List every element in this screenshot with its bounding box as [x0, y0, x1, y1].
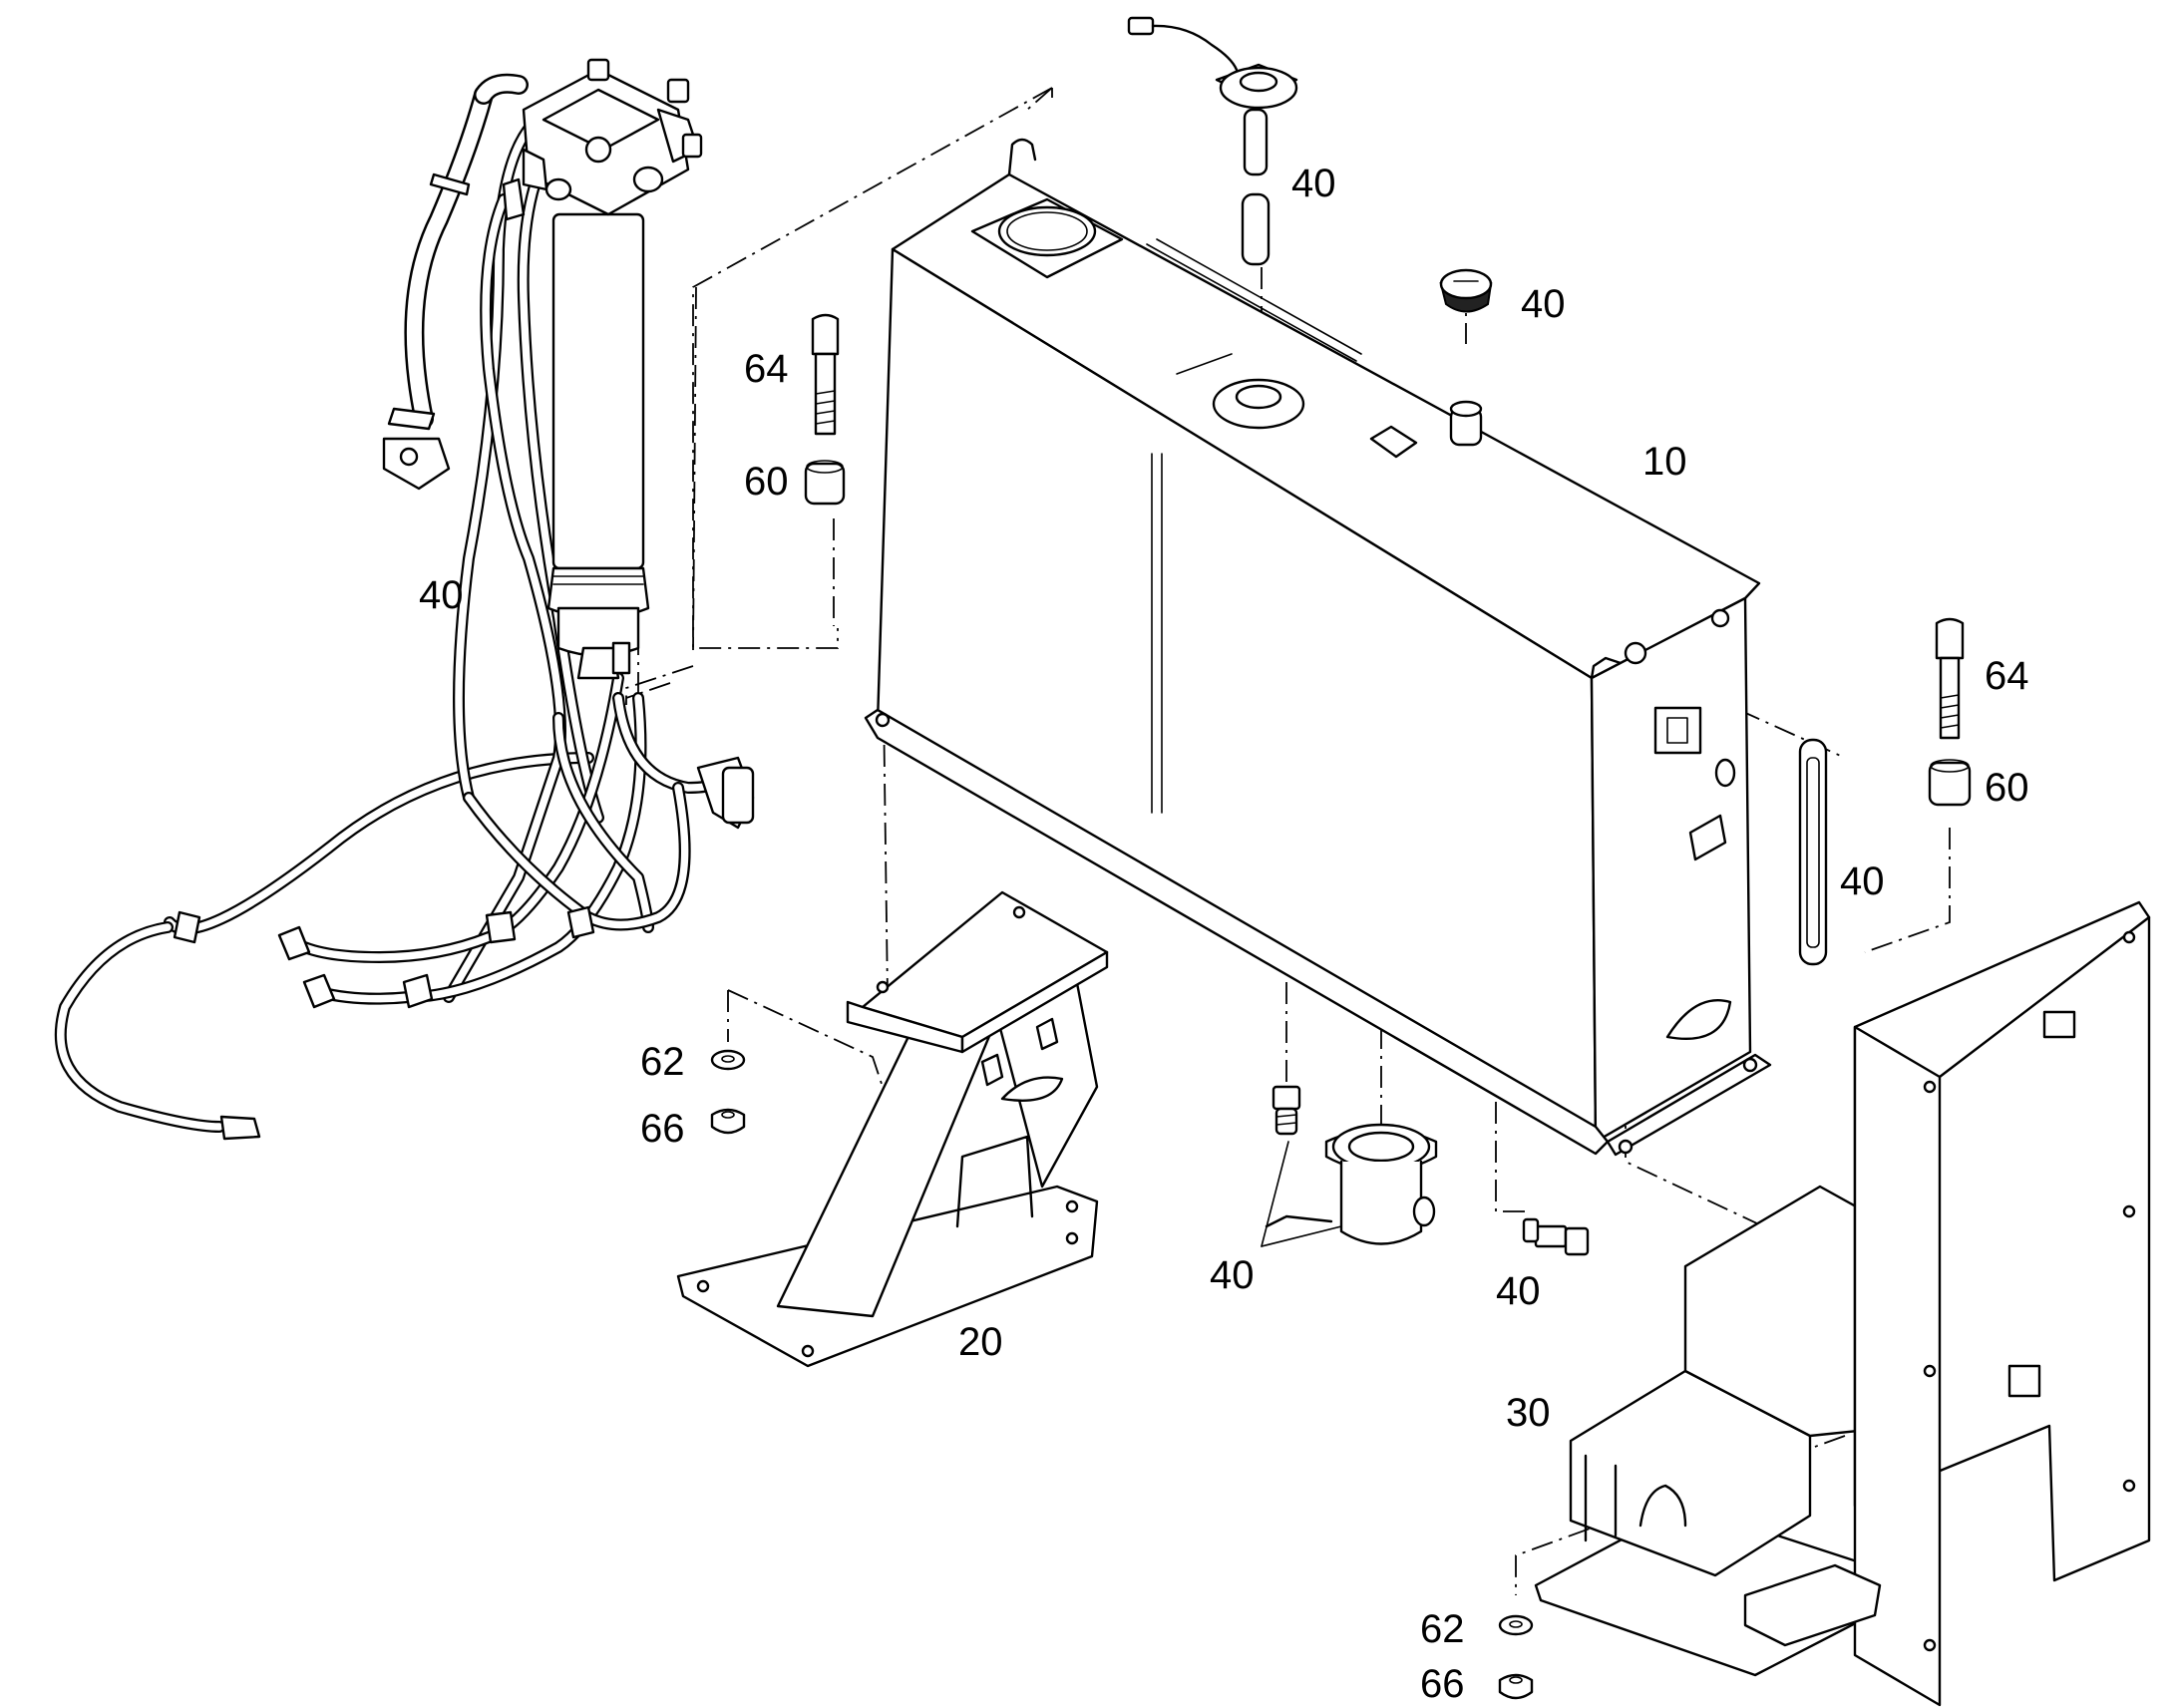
- filler-cap: [1439, 268, 1493, 313]
- temperature-sensor: [1522, 1217, 1590, 1256]
- bolt-spacer-right: [1928, 617, 1972, 807]
- hydraulic-tank: [864, 138, 1772, 1157]
- callout-60-right: 60: [1985, 766, 2029, 810]
- callout-20: 20: [958, 1320, 1003, 1364]
- callout-40-filler-cap: 40: [1521, 282, 1566, 326]
- bracket-30: [1534, 900, 2151, 1707]
- callout-64-left: 64: [744, 347, 789, 391]
- level-sender-assembly: [1127, 16, 1298, 266]
- washer-nut-left: [710, 1049, 746, 1135]
- callout-62-left: 62: [640, 1040, 685, 1084]
- callout-40-bottom-fittings: 40: [1210, 1253, 1255, 1297]
- callout-40-temp-sensor: 40: [1496, 1269, 1541, 1313]
- bolt-spacer-left: [804, 313, 846, 506]
- sight-gauge: [1798, 738, 1828, 966]
- callout-40-sight-gauge: 40: [1840, 859, 1885, 903]
- callout-10: 10: [1642, 440, 1687, 484]
- callout-40-top-sender: 40: [1291, 162, 1336, 205]
- washer-nut-right: [1498, 1614, 1534, 1700]
- callout-66-right: 66: [1420, 1662, 1465, 1706]
- leader-lines: [1261, 1141, 1342, 1247]
- callout-64-right: 64: [1985, 654, 2029, 698]
- callout-labels: 10 20 30 40 40 40 40 40 40 64 60 64 60 6…: [419, 162, 2029, 1706]
- callout-30: 30: [1506, 1391, 1551, 1435]
- callout-62-right: 62: [1420, 1607, 1465, 1651]
- callout-60-left: 60: [744, 460, 789, 504]
- callout-40-filter-hoses: 40: [419, 573, 464, 617]
- filter-hose-assembly: [54, 58, 755, 1141]
- bracket-20: [676, 890, 1109, 1368]
- bottom-fittings: [1265, 1085, 1438, 1245]
- callout-66-left: 66: [640, 1107, 685, 1151]
